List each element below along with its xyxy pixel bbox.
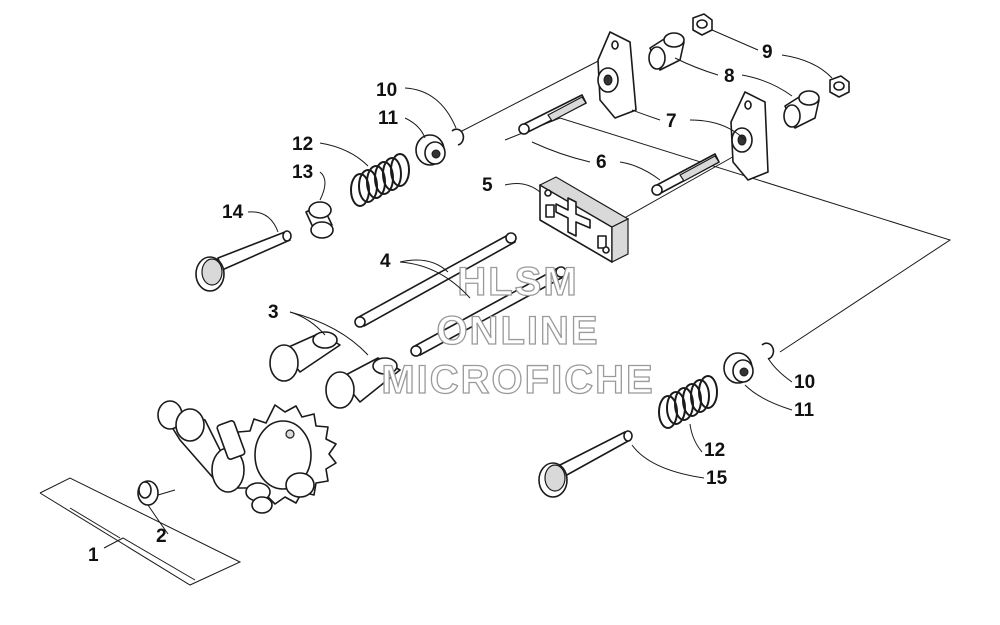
rocker-studs (518, 94, 720, 196)
valve-seal (305, 201, 334, 239)
callout-4: 4 (380, 251, 391, 272)
callout-6: 6 (596, 152, 607, 173)
watermark-line3: MICROFICHE (381, 358, 654, 402)
keeper-lower (761, 342, 775, 360)
callout-numbers: 1 2 3 4 5 6 7 8 9 10 11 12 13 14 10 11 1… (88, 42, 815, 566)
keeper-upper (451, 128, 465, 146)
callout-leaders (69, 29, 833, 581)
callout-8: 8 (724, 66, 735, 87)
exhaust-valve (538, 430, 633, 498)
callout-7: 7 (666, 111, 677, 132)
stud-upper (518, 94, 587, 135)
pivot-lower (783, 90, 820, 129)
tappet-pair (269, 331, 401, 409)
watermark: HLSM ONLINE MICROFICHE (381, 259, 654, 402)
callout-11-upper: 11 (378, 108, 399, 129)
camshaft-gear (157, 400, 337, 514)
upper-valve-train (195, 128, 465, 292)
callout-11-lower: 11 (794, 400, 815, 421)
lock-nuts (692, 13, 850, 98)
rocker-arms (597, 31, 769, 181)
callout-15: 15 (706, 468, 728, 489)
callout-5: 5 (482, 175, 493, 196)
stud-lower (651, 153, 720, 196)
guide-plate (538, 176, 630, 263)
callout-2: 2 (156, 526, 167, 547)
callout-13: 13 (292, 162, 313, 183)
pivot-upper (648, 32, 685, 71)
callout-1: 1 (88, 545, 99, 566)
retainer-upper (415, 134, 446, 166)
callout-10-lower: 10 (794, 372, 815, 393)
retainer-clip (137, 480, 176, 506)
spring-upper (350, 153, 410, 207)
push-rods (354, 232, 567, 357)
spring-lower (658, 375, 718, 429)
lower-valve-train (538, 342, 775, 498)
callout-9: 9 (762, 42, 773, 63)
watermark-line2: ONLINE (436, 309, 599, 353)
callout-14: 14 (222, 202, 244, 223)
callout-3: 3 (268, 302, 279, 323)
rocker-arm-upper (597, 31, 637, 119)
callout-10-upper: 10 (376, 80, 397, 101)
watermark-line1: HLSM (457, 260, 578, 304)
tappet-upper (269, 331, 341, 382)
rocker-arm-lower (730, 91, 769, 181)
retainer-lower (723, 352, 754, 384)
rocker-pivots (648, 32, 820, 129)
callout-12-upper: 12 (292, 134, 313, 155)
intake-valve (195, 230, 292, 292)
tappet-lower (325, 357, 401, 409)
callout-12-lower: 12 (704, 440, 725, 461)
